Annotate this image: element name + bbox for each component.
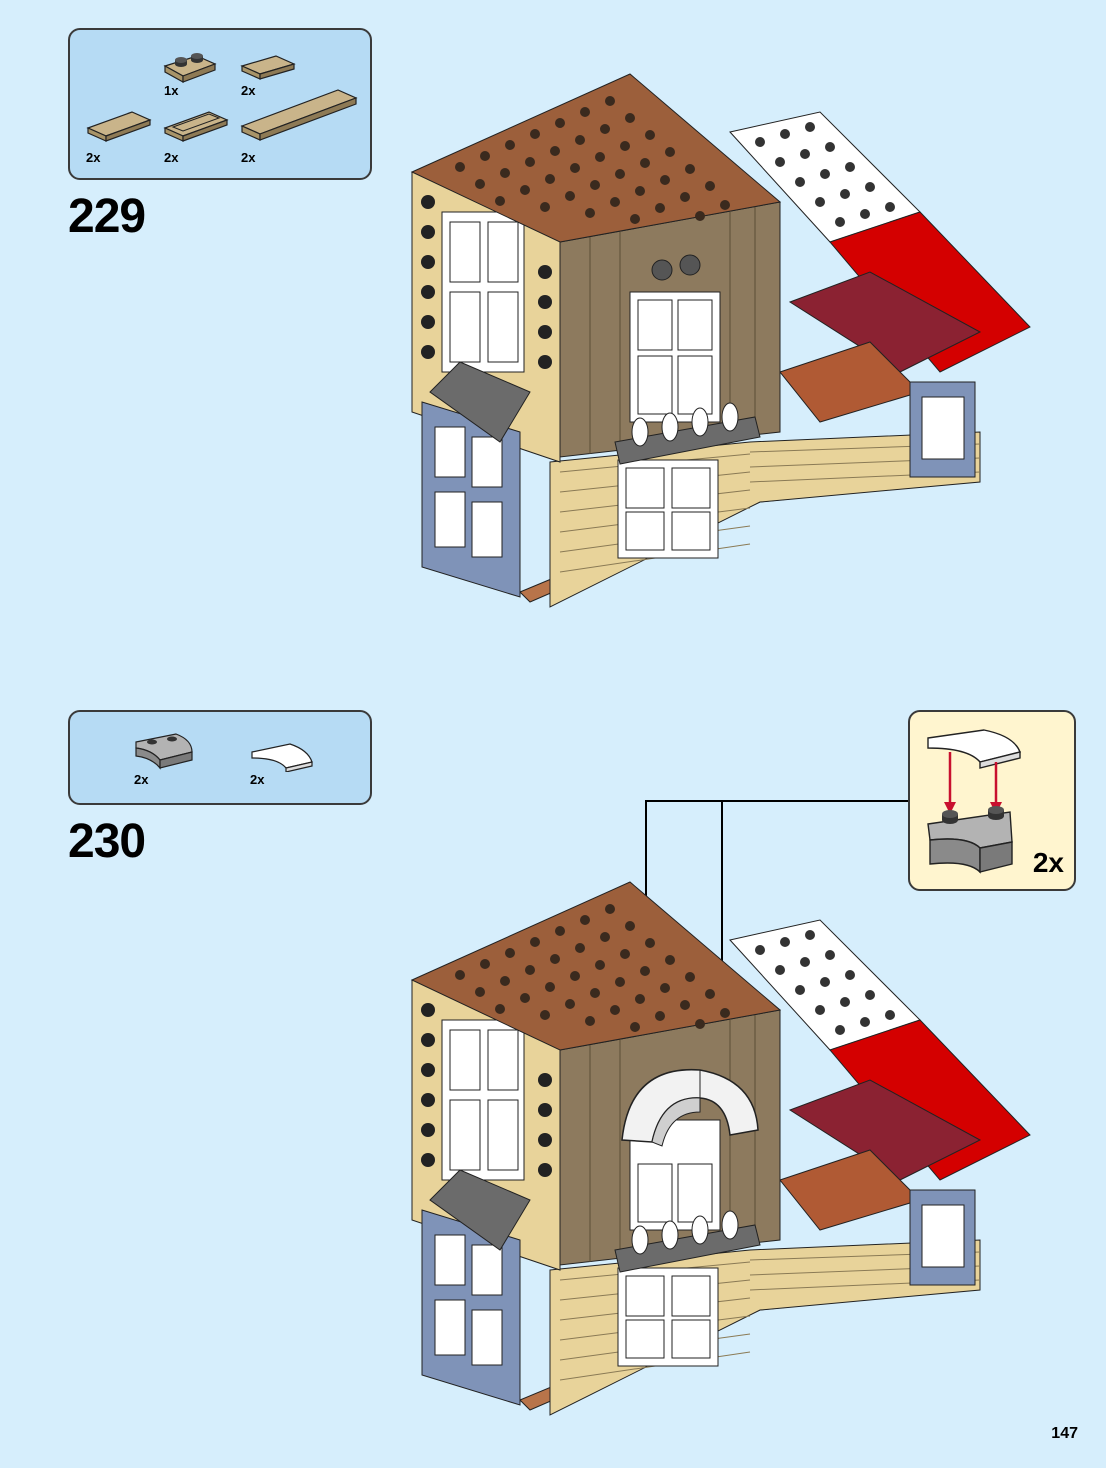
page-number: 147 (1051, 1426, 1078, 1442)
house-model-step-230 (400, 880, 1040, 1425)
